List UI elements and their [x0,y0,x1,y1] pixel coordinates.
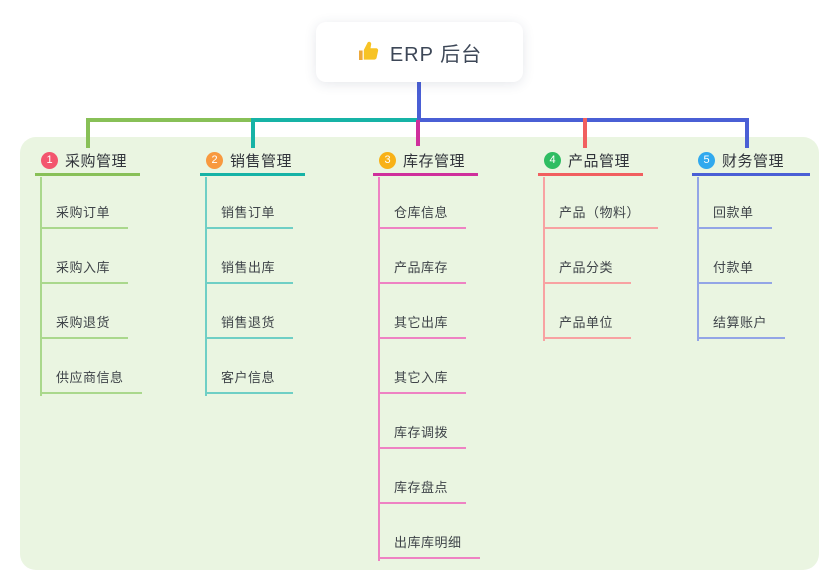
root-node[interactable]: ERP 后台 [316,22,523,82]
child-node[interactable]: 采购入库 [40,259,129,284]
bus-segment-green [86,118,253,122]
child-node[interactable]: 回款单 [697,204,772,229]
child-node[interactable]: 库存调拨 [378,424,467,449]
branch-node-inventory[interactable]: 3 库存管理 [373,147,478,176]
branch-node-purchase[interactable]: 1 采购管理 [35,147,140,176]
branch-spine [378,177,380,561]
branch-title-label: 采购管理 [65,152,128,170]
child-node[interactable]: 产品单位 [543,314,632,339]
branch-spine [697,177,699,341]
branch-drop-finance [745,118,749,148]
background-panel [20,137,819,570]
child-node[interactable]: 销售退货 [205,314,294,339]
branch-drop-product [583,118,587,148]
child-node[interactable]: 其它出库 [378,314,467,339]
badge-3-icon: 3 [379,151,396,169]
child-node[interactable]: 产品（物料） [543,204,659,229]
child-node[interactable]: 其它入库 [378,369,467,394]
branch-drop-purchase [86,118,90,148]
root-connector [417,82,421,122]
branch-drop-sales [251,118,255,148]
child-node[interactable]: 销售出库 [205,259,294,284]
branch-title-label: 财务管理 [722,152,785,170]
badge-4-icon: 4 [544,151,561,169]
badge-2-icon: 2 [206,151,223,169]
root-title: ERP 后台 [389,43,483,66]
child-node[interactable]: 采购订单 [40,204,129,229]
badge-5-icon: 5 [698,151,715,169]
branch-node-sales[interactable]: 2 销售管理 [200,147,305,176]
child-node[interactable]: 库存盘点 [378,479,467,504]
branch-title-label: 产品管理 [568,152,631,170]
branch-node-finance[interactable]: 5 财务管理 [692,147,810,176]
child-node[interactable]: 客户信息 [205,369,294,394]
branch-spine [205,177,207,396]
child-node[interactable]: 销售订单 [205,204,294,229]
child-node[interactable]: 产品库存 [378,259,467,284]
child-node[interactable]: 供应商信息 [40,369,142,394]
branch-node-product[interactable]: 4 产品管理 [538,147,643,176]
branch-spine [40,177,42,396]
child-node[interactable]: 采购退货 [40,314,129,339]
child-node[interactable]: 付款单 [697,259,772,284]
child-node[interactable]: 出库库明细 [378,534,480,559]
branch-spine [543,177,545,341]
child-node[interactable]: 结算账户 [697,314,786,339]
branch-drop-inventory [416,120,420,146]
branch-title-label: 库存管理 [403,152,466,170]
thumbs-up-icon [357,40,381,64]
badge-1-icon: 1 [41,151,58,169]
child-node[interactable]: 仓库信息 [378,204,467,229]
bus-segment-teal [251,118,419,122]
branch-title-label: 销售管理 [230,152,293,170]
child-node[interactable]: 产品分类 [543,259,632,284]
